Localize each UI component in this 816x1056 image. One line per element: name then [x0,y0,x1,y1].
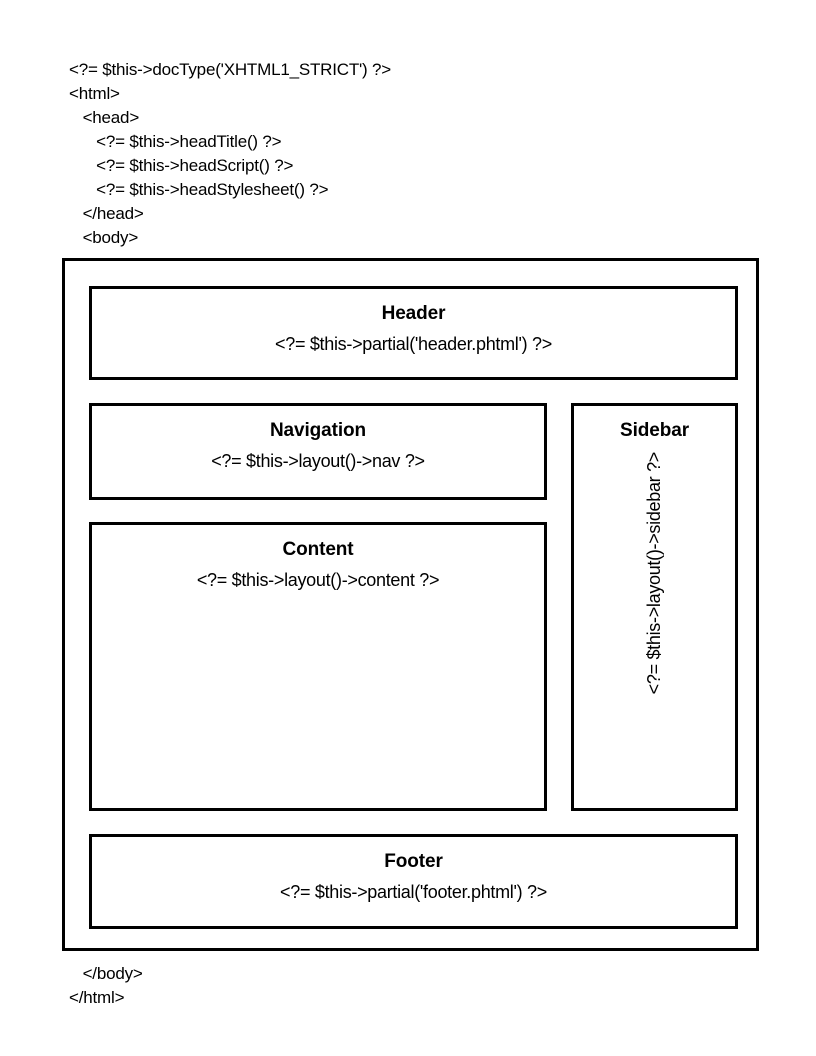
region-footer-code: <?= $this->partial('footer.phtml') ?> [280,882,547,902]
region-content: Content <?= $this->layout()->content ?> [89,522,547,811]
code-block-top: <?= $this->docType('XHTML1_STRICT') ?> <… [69,60,392,247]
layout-container: Header <?= $this->partial('header.phtml'… [62,258,759,951]
region-header-title: Header [381,303,446,324]
region-navigation: Navigation <?= $this->layout()->nav ?> [89,403,547,500]
region-sidebar: Sidebar <?= $this->layout()->sidebar ?> [571,403,738,811]
region-navigation-code: <?= $this->layout()->nav ?> [211,451,425,471]
code-block-bottom: </body> </html> [69,964,143,1007]
region-content-code: <?= $this->layout()->content ?> [196,570,440,590]
region-footer: Footer <?= $this->partial('footer.phtml'… [89,834,738,929]
region-sidebar-code: <?= $this->layout()->sidebar ?> [644,452,664,695]
region-navigation-title: Navigation [269,420,367,441]
region-footer-title: Footer [384,851,443,872]
region-header: Header <?= $this->partial('header.phtml'… [89,286,738,380]
region-content-title: Content [282,539,354,560]
region-header-code: <?= $this->partial('header.phtml') ?> [275,334,552,354]
region-sidebar-code-wrapper: <?= $this->layout()->sidebar ?> [574,452,735,804]
region-sidebar-title: Sidebar [620,420,689,441]
